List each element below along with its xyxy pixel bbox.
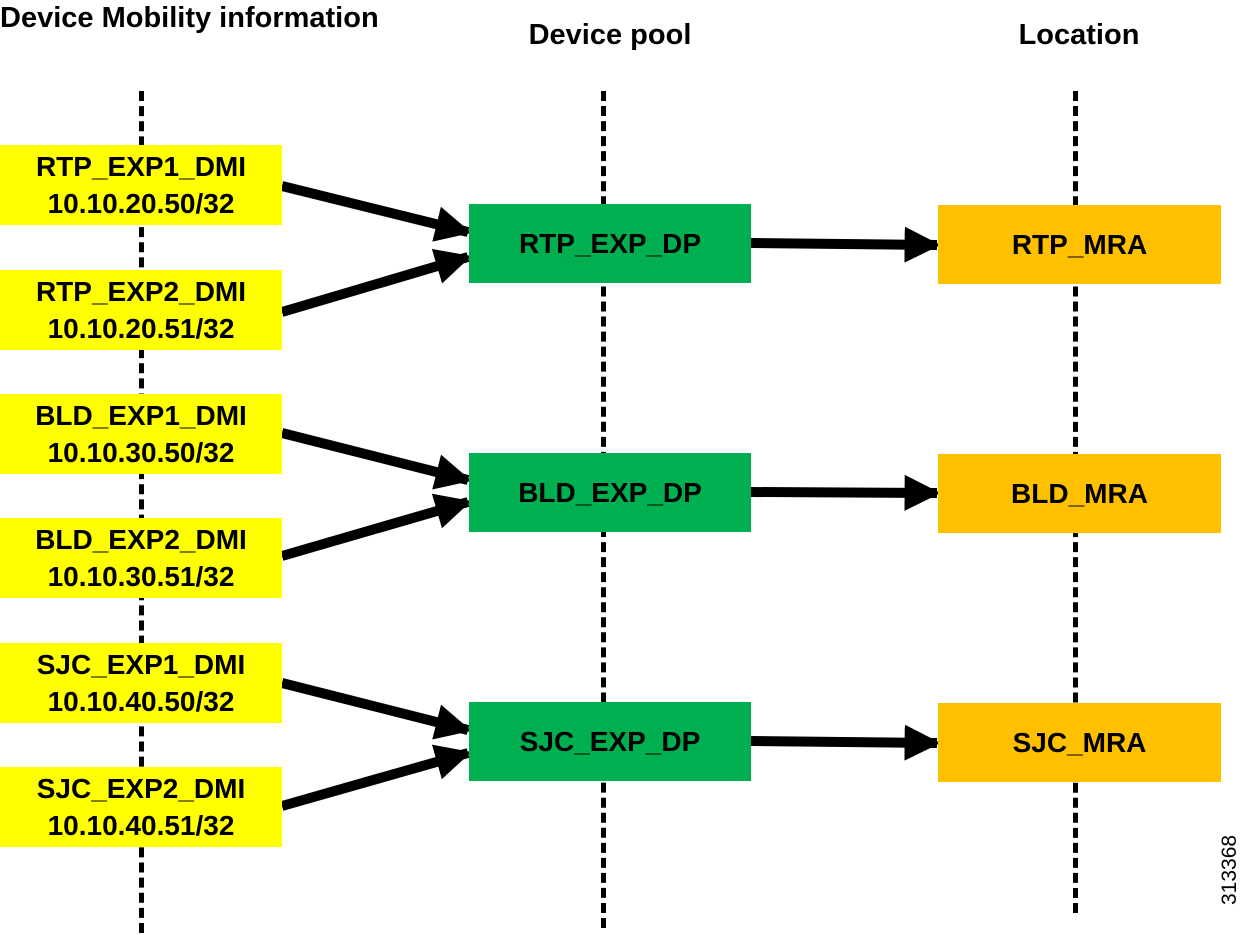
figure-id-label: 313368 [1218,834,1241,905]
location-name: BLD_MRA [1011,478,1148,509]
arrow-sjc-pool-to-location [750,724,941,761]
dmi-subnet: 10.10.40.50/32 [47,686,235,717]
dmi-name: BLD_EXP1_DMI [35,400,247,431]
dmi-box-bld-exp1: BLD_EXP1_DMI 10.10.30.50/32 [0,394,282,474]
arrow-rtp-pool-to-location [750,226,941,263]
location-name: RTP_MRA [1011,229,1148,260]
location-box-sjc: SJC_MRA [938,703,1221,782]
dmi-box-sjc-exp2: SJC_EXP2_DMI 10.10.40.51/32 [0,767,282,847]
location-box-rtp: RTP_MRA [938,205,1221,284]
dmi-name: SJC_EXP2_DMI [36,773,246,804]
arrow-bld-exp2-to-pool [280,493,472,561]
location-name: SJC_MRA [1012,727,1147,758]
dmi-box-sjc-exp1: SJC_EXP1_DMI 10.10.40.50/32 [0,643,282,723]
arrow-sjc-exp2-to-pool [280,744,472,811]
arrow-rtp-exp2-to-pool [280,248,472,317]
dmi-name: BLD_EXP2_DMI [35,524,247,555]
arrow-bld-exp1-to-pool [280,428,472,490]
dmi-subnet: 10.10.30.51/32 [47,561,235,592]
dmi-name: SJC_EXP1_DMI [36,649,246,680]
dmi-box-bld-exp2: BLD_EXP2_DMI 10.10.30.51/32 [0,518,282,598]
arrow-rtp-exp1-to-pool [280,181,472,242]
dmi-subnet: 10.10.40.51/32 [47,810,235,841]
dmi-box-rtp-exp2: RTP_EXP2_DMI 10.10.20.51/32 [0,270,282,350]
dmi-column-header: Device Mobility information [0,2,379,34]
device-pool-name: RTP_EXP_DP [518,228,702,259]
arrow-sjc-exp1-to-pool [280,678,472,740]
device-pool-name: BLD_EXP_DP [518,477,702,508]
device-pool-box-bld: BLD_EXP_DP [469,453,751,532]
dmi-name: RTP_EXP1_DMI [35,151,247,182]
dmi-subnet: 10.10.30.50/32 [47,437,235,468]
device-pool-box-rtp: RTP_EXP_DP [469,204,751,283]
location-box-bld: BLD_MRA [938,454,1221,533]
dmi-subnet: 10.10.20.50/32 [47,188,235,219]
device-pool-name: SJC_EXP_DP [519,726,701,757]
arrow-bld-pool-to-location [750,474,941,511]
device-pool-column-header: Device pool [528,19,692,51]
dmi-box-rtp-exp1: RTP_EXP1_DMI 10.10.20.50/32 [0,145,282,225]
device-pool-box-sjc: SJC_EXP_DP [469,702,751,781]
location-column-header: Location [1018,19,1140,51]
dmi-name: RTP_EXP2_DMI [35,276,247,307]
dmi-subnet: 10.10.20.51/32 [47,313,235,344]
dmi-column-divider [139,91,144,933]
